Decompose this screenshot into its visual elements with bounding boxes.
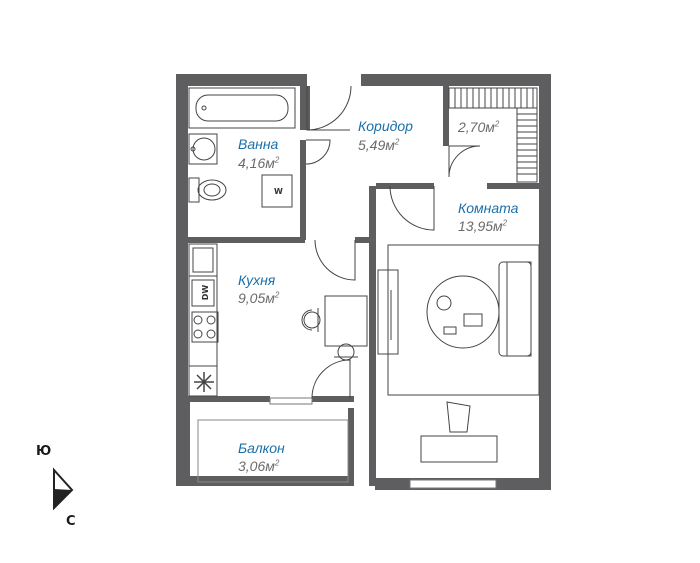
living-room-area: 13,95м2 — [458, 218, 508, 234]
dishwasher-label: DW — [201, 284, 211, 301]
storage-shelves — [448, 87, 538, 183]
living-room-name: Комната — [458, 200, 519, 216]
kitchen-counter — [188, 243, 219, 397]
compass-south-label: Ю — [36, 444, 52, 459]
compass-north-label: С — [66, 514, 76, 529]
corridor-name: Коридор — [358, 118, 413, 134]
kitchen-name: Кухня — [238, 272, 276, 288]
bathroom-area: 4,16м2 — [238, 155, 280, 171]
fridge-snowflake-icon — [194, 372, 214, 392]
balcony-area: 3,06м2 — [238, 458, 280, 474]
living-furniture — [377, 244, 540, 463]
washer-label: W — [274, 187, 283, 196]
bathroom-name: Ванна — [238, 136, 279, 152]
corridor-area: 5,49м2 — [358, 137, 400, 153]
bath-sink — [188, 133, 218, 165]
walls — [176, 74, 551, 490]
balcony-name: Балкон — [238, 440, 285, 456]
washer — [261, 174, 293, 208]
bathtub — [188, 87, 296, 129]
dining-table — [301, 295, 368, 361]
compass-icon — [53, 467, 74, 511]
doors — [305, 85, 481, 399]
kitchen-area: 9,05м2 — [238, 290, 280, 306]
storage-area: 2,70м2 — [458, 119, 500, 135]
toilet — [188, 177, 227, 203]
